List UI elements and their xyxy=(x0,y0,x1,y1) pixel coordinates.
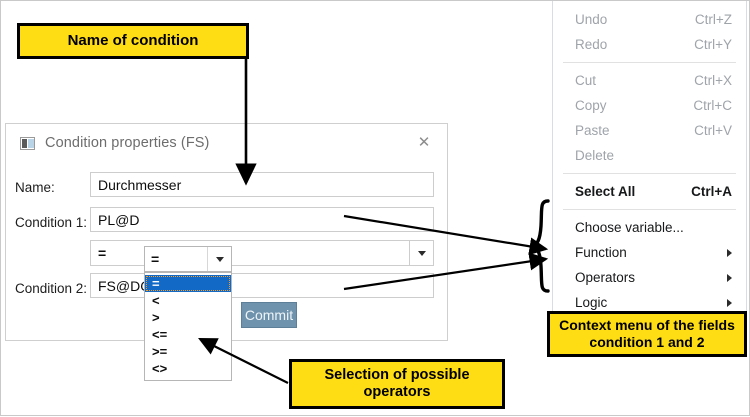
menu-item-label: Select All xyxy=(575,184,636,199)
menu-item-delete: Delete xyxy=(553,143,746,168)
operator-option-2[interactable]: < xyxy=(152,293,160,308)
menu-item-copy: Copy Ctrl+C xyxy=(553,93,746,118)
operator-options-list[interactable]: =<><=>=<> xyxy=(144,272,232,381)
operator-dropdown-combobox[interactable]: = xyxy=(144,246,232,272)
condition2-input[interactable]: FS@DG xyxy=(90,273,434,298)
menu-item-shortcut: Ctrl+Y xyxy=(694,37,732,52)
curly-brace xyxy=(529,199,550,293)
operator-option-5[interactable]: >= xyxy=(152,344,168,359)
application-icon xyxy=(20,136,35,150)
menu-item-label: Function xyxy=(575,245,627,260)
callout-context-menu-text: Context menu of the fields condition 1 a… xyxy=(559,317,735,350)
commit-button[interactable]: Commit xyxy=(241,302,297,328)
menu-item-function[interactable]: Function xyxy=(553,240,746,265)
callout-context-line1: Context menu of the fields xyxy=(559,317,735,334)
callout-selection-of-operators: Selection of possible operators xyxy=(289,359,505,409)
menu-item-label: Choose variable... xyxy=(575,220,684,235)
menu-item-label: Paste xyxy=(575,123,610,138)
condition2-label: Condition 2: xyxy=(15,280,88,296)
operator-dropdown-value: = xyxy=(151,251,160,267)
menu-item-logic[interactable]: Logic xyxy=(553,290,746,315)
menu-separator xyxy=(563,173,736,174)
callout-context-line2: condition 1 and 2 xyxy=(589,334,705,350)
menu-item-label: Redo xyxy=(575,37,608,52)
menu-item-shortcut: Ctrl+X xyxy=(694,73,732,88)
menu-item-select-all[interactable]: Select All Ctrl+A xyxy=(553,179,746,204)
callout-selection-of-operators-text: Selection of possible operators xyxy=(324,367,469,401)
operator-option-1[interactable]: = xyxy=(145,275,231,292)
operator-combobox[interactable]: = xyxy=(90,240,434,266)
menu-item-operators[interactable]: Operators xyxy=(553,265,746,290)
dialog-title: Condition properties (FS) xyxy=(45,135,210,151)
callout-name-of-condition: Name of condition xyxy=(17,23,249,59)
menu-item-label: Copy xyxy=(575,98,607,113)
menu-item-redo: Redo Ctrl+Y xyxy=(553,32,746,57)
menu-item-label: Cut xyxy=(575,73,597,88)
menu-item-label: Delete xyxy=(575,148,615,163)
callout-name-of-condition-text: Name of condition xyxy=(67,32,199,50)
condition1-label: Condition 1: xyxy=(15,214,88,230)
menu-item-paste: Paste Ctrl+V xyxy=(553,118,746,143)
commit-button-label: Commit xyxy=(244,307,294,323)
callout-operators-line1: Selection of possible xyxy=(324,366,470,383)
callout-operators-line2: operators xyxy=(363,384,431,400)
chevron-down-icon-open[interactable] xyxy=(207,247,231,271)
menu-item-shortcut: Ctrl+Z xyxy=(694,12,732,27)
menu-separator xyxy=(563,62,736,63)
operator-option-4[interactable]: <= xyxy=(152,327,168,342)
condition1-label-row: Condition 1: xyxy=(15,210,87,234)
name-input-value: Durchmesser xyxy=(98,176,182,193)
menu-item-label: Logic xyxy=(575,295,608,310)
menu-item-label: Operators xyxy=(575,270,636,285)
menu-item-shortcut: Ctrl+C xyxy=(693,98,732,113)
menu-item-choose-variable[interactable]: Choose variable... xyxy=(553,215,746,240)
menu-item-undo: Undo Ctrl+Z xyxy=(553,7,746,32)
chevron-right-icon xyxy=(727,273,732,282)
callout-context-menu: Context menu of the fields condition 1 a… xyxy=(547,311,747,357)
name-label-row: Name: xyxy=(15,175,55,199)
dialog-titlebar: Condition properties (FS) xyxy=(6,124,447,162)
chevron-right-icon xyxy=(727,248,732,257)
condition1-input[interactable]: PL@D xyxy=(90,207,434,232)
condition2-input-value: FS@DG xyxy=(98,277,152,294)
chevron-down-icon[interactable] xyxy=(409,241,433,265)
operator-combobox-value: = xyxy=(98,245,107,261)
operator-option-3[interactable]: > xyxy=(152,310,160,325)
menu-item-label: Undo xyxy=(575,12,608,27)
condition1-input-value: PL@D xyxy=(98,211,140,228)
name-input[interactable]: Durchmesser xyxy=(90,172,434,197)
chevron-right-icon xyxy=(727,298,732,307)
condition2-label-row: Condition 2: xyxy=(15,276,87,300)
operator-option-6[interactable]: <> xyxy=(152,361,168,376)
context-menu[interactable]: Undo Ctrl+Z Redo Ctrl+Y Cut Ctrl+X Copy Ctrl+C P… xyxy=(552,1,747,335)
close-icon[interactable]: ✕ xyxy=(417,134,431,151)
menu-item-cut: Cut Ctrl+X xyxy=(553,68,746,93)
menu-separator xyxy=(563,209,736,210)
name-label: Name: xyxy=(15,179,55,195)
menu-item-shortcut: Ctrl+V xyxy=(694,123,732,138)
menu-item-shortcut: Ctrl+A xyxy=(691,184,732,199)
